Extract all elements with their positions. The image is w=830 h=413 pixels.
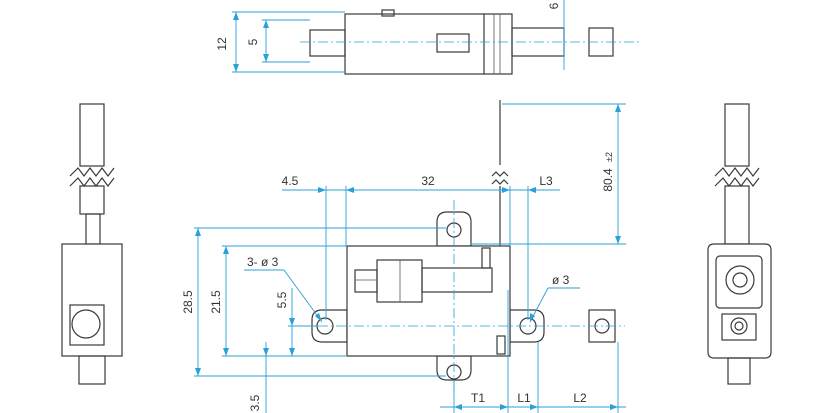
dim-height-inner: 21.5	[209, 290, 223, 314]
dim-l3: L3	[539, 174, 553, 188]
dim-offset-left: 4.5	[282, 174, 299, 188]
top-view: 12 5 6	[215, 0, 640, 75]
end-view-body	[707, 243, 772, 359]
dim-hole-offset: 5.5	[275, 291, 289, 308]
dim-length-overall: 80.4	[601, 168, 615, 192]
side-view-body	[61, 243, 123, 357]
front-view-body	[346, 245, 511, 357]
dim-height-outer: 28.5	[181, 290, 195, 314]
dim-top-height: 12	[215, 37, 229, 51]
label-holes-left: 3- ø 3	[247, 255, 279, 269]
top-view-body	[344, 13, 486, 75]
dim-top-shaft: 5	[246, 38, 260, 45]
right-end-view	[707, 103, 772, 385]
top-view-shaft	[309, 29, 346, 57]
front-view	[300, 100, 625, 392]
dim-t1: T1	[471, 391, 485, 405]
dim-l2: L2	[573, 391, 587, 405]
dim-bottom-offset: 3.5	[248, 394, 262, 411]
dim-length-tol: ±2	[604, 152, 614, 162]
left-side-view	[61, 103, 123, 385]
dim-l1: L1	[517, 391, 531, 405]
dim-top-small: 6	[547, 2, 561, 9]
dim-center-span: 32	[421, 174, 435, 188]
top-view-window	[436, 33, 470, 53]
front-dimensions: 80.4 ±2 4.5 32 L3 28.5 21.5	[181, 103, 626, 413]
label-hole-right: ø 3	[552, 273, 570, 287]
top-view-end-cap	[483, 13, 513, 75]
